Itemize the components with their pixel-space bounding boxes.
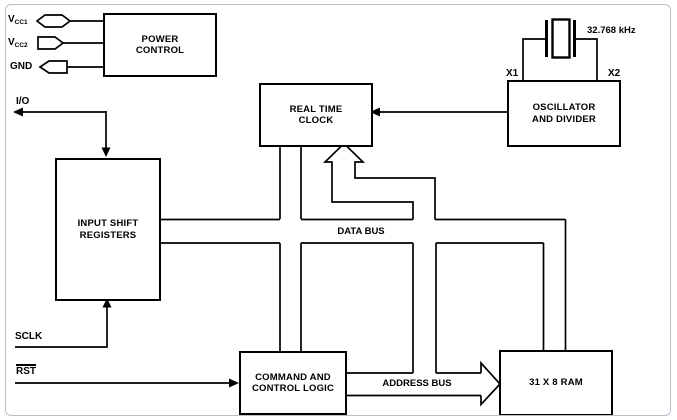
rst-connection-arrow xyxy=(15,378,239,388)
power-control-label-line1: POWER xyxy=(141,33,179,45)
data-bus-to-rtc-arrow xyxy=(322,142,436,220)
rst-pin-label: RST xyxy=(16,366,36,377)
vcc1-pin-label: VCC1 xyxy=(8,14,28,26)
power-control-label-line2: CONTROL xyxy=(135,45,185,56)
real-time-clock-block: REAL TIME CLOCK xyxy=(259,83,373,147)
sclk-pin-label: SCLK xyxy=(15,331,43,342)
isr-label-line1: INPUT SHIFT xyxy=(77,218,139,229)
gnd-pin-icon xyxy=(38,60,103,74)
io-connection-arrow xyxy=(13,107,111,157)
input-shift-registers-block: INPUT SHIFT REGISTERS xyxy=(55,158,161,301)
io-pin-label: I/O xyxy=(16,96,30,107)
command-control-logic-block: COMMAND AND CONTROL LOGIC xyxy=(239,351,347,415)
command-label-line2: CONTROL LOGIC xyxy=(251,383,335,394)
power-control-block: POWER CONTROL xyxy=(103,13,217,77)
vcc1-pin-icon xyxy=(35,14,103,28)
isr-label-line2: REGISTERS xyxy=(79,229,137,241)
oscillator-to-rtc-arrow xyxy=(370,107,507,117)
data-bus-label: DATA BUS xyxy=(337,226,385,237)
ram-block: 31 X 8 RAM xyxy=(499,350,613,416)
x1-label: X1 xyxy=(506,68,519,79)
oscillator-block: OSCILLATOR AND DIVIDER xyxy=(507,80,621,147)
x2-label: X2 xyxy=(608,68,621,79)
address-bus-label: ADDRESS BUS xyxy=(382,378,452,389)
vcc2-pin-icon xyxy=(37,36,103,50)
rtc-label-line2: CLOCK xyxy=(298,115,334,126)
oscillator-label-line1: OSCILLATOR xyxy=(532,102,596,113)
command-label-line1: COMMAND AND xyxy=(255,371,331,383)
ram-label: 31 X 8 RAM xyxy=(529,377,583,389)
rtc-label-line1: REAL TIME xyxy=(289,103,343,115)
data-bus-to-address-bus-channel xyxy=(412,243,437,373)
rtc-command-bus-channel xyxy=(279,143,302,351)
address-bus-arrowhead xyxy=(480,360,502,407)
gnd-pin-label: GND xyxy=(10,61,33,72)
crystal-frequency-label: 32.768 kHz xyxy=(587,25,636,36)
crystal-icon xyxy=(522,18,598,80)
data-bus-channel xyxy=(157,218,567,350)
vcc2-pin-label: VCC2 xyxy=(8,37,28,49)
sclk-connection-arrow xyxy=(15,298,112,348)
oscillator-label-line2: AND DIVIDER xyxy=(532,113,596,125)
